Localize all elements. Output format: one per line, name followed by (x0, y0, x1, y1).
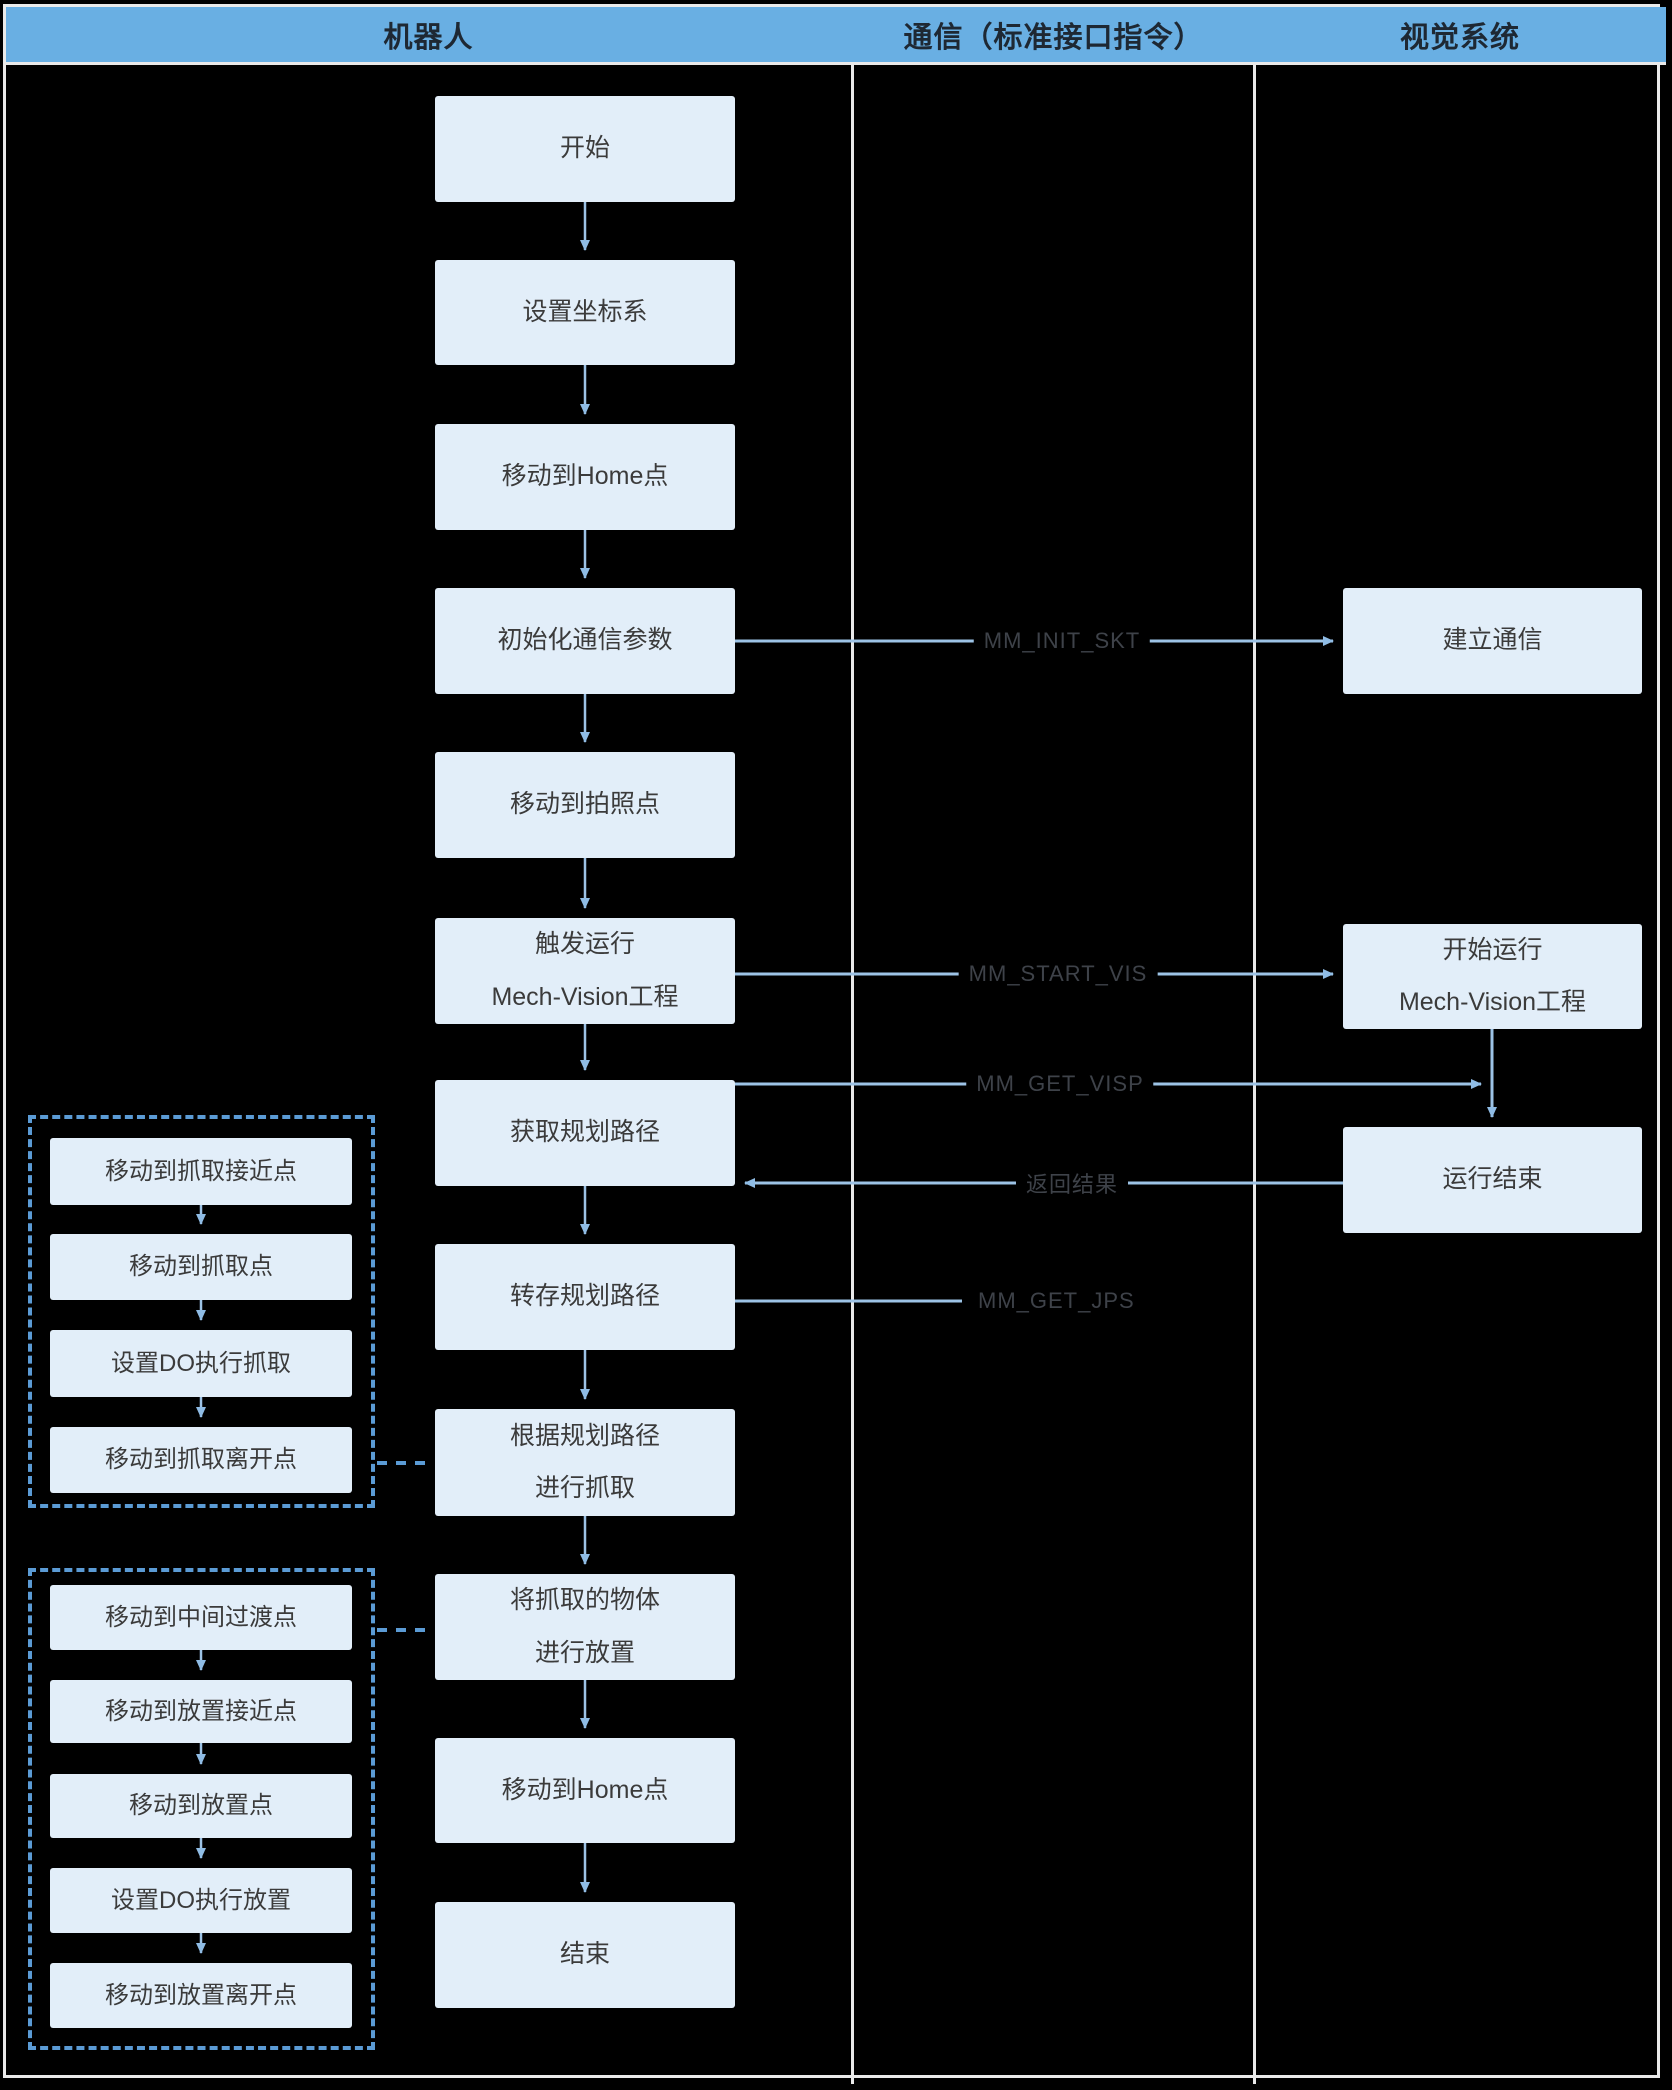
lane-header-robot: 机器人 (383, 21, 474, 54)
pick-subprocess-frame (28, 1115, 375, 1508)
place-step-approach-point: 移动到放置接近点 (50, 1680, 352, 1743)
pick-step-set-do-label: 设置DO执行抓取 (111, 1349, 291, 1377)
flow-step-set-coords-label: 设置坐标系 (522, 297, 648, 326)
comm-label-return-result: 返回结果 (1015, 1165, 1129, 1201)
place-step-intermediate-point: 移动到中间过渡点 (50, 1585, 352, 1650)
flow-step-save-path: 转存规划路径 (435, 1244, 735, 1350)
vision-step-run-end: 运行结束 (1343, 1127, 1642, 1233)
flow-step-init-comm-label: 初始化通信参数 (497, 626, 673, 655)
comm-label-mm-get-visp: MM_GET_VISP (966, 1069, 1154, 1099)
flow-step-trigger-vision-line2: Mech-Vision工程 (491, 982, 679, 1011)
flow-step-move-home-1-label: 移动到Home点 (501, 462, 669, 491)
vision-step-start-vision-line1: 开始运行 (1442, 935, 1543, 964)
flow-step-place-line2: 进行放置 (534, 1638, 635, 1667)
place-step-set-do-label: 设置DO执行放置 (111, 1886, 291, 1914)
place-step-depart-point-label: 移动到放置离开点 (105, 1981, 297, 2009)
flow-step-place-line1: 将抓取的物体 (509, 1586, 660, 1615)
pick-step-approach-point-label: 移动到抓取接近点 (105, 1157, 297, 1185)
comm-label-mm-get-jps: MM_GET_JPS (968, 1286, 1145, 1316)
flow-step-start-label: 开始 (559, 134, 610, 163)
vision-step-establish-comm-label: 建立通信 (1442, 626, 1543, 655)
place-subprocess-frame (28, 1568, 375, 2050)
flow-step-end-label: 结束 (559, 1940, 610, 1969)
flow-step-trigger-vision: 触发运行 Mech-Vision工程 (435, 918, 735, 1024)
vision-step-start-vision-line2: Mech-Vision工程 (1398, 988, 1587, 1016)
place-step-place-point-label: 移动到放置点 (129, 1792, 273, 1819)
comm-label-mm-init-skt: MM_INIT_SKT (973, 626, 1151, 656)
flow-step-pick-line2: 进行抓取 (534, 1474, 635, 1502)
lane-header-communication: 通信（标准接口指令） (903, 21, 1204, 54)
pick-step-pick-point: 移动到抓取点 (50, 1234, 352, 1300)
flow-step-move-home-1: 移动到Home点 (435, 424, 735, 530)
place-step-place-point: 移动到放置点 (50, 1774, 352, 1838)
column-divider-comm-vision (1253, 4, 1256, 2084)
flow-step-pick: 根据规划路径 进行抓取 (435, 1409, 735, 1516)
pick-step-approach-point: 移动到抓取接近点 (50, 1138, 352, 1205)
flow-step-move-home-2-label: 移动到Home点 (501, 1775, 669, 1804)
comm-label-mm-start-vis: MM_START_VIS (958, 959, 1158, 989)
flow-step-move-home-2: 移动到Home点 (435, 1738, 735, 1843)
flow-step-start: 开始 (435, 96, 735, 202)
vision-step-start-vision: 开始运行 Mech-Vision工程 (1343, 924, 1642, 1029)
place-step-set-do: 设置DO执行放置 (50, 1868, 352, 1933)
vision-step-run-end-label: 运行结束 (1442, 1165, 1543, 1194)
pick-step-pick-point-label: 移动到抓取点 (129, 1253, 273, 1280)
place-step-depart-point: 移动到放置离开点 (50, 1963, 352, 2028)
flow-step-save-path-label: 转存规划路径 (509, 1282, 660, 1311)
lane-header-vision-system: 视觉系统 (1399, 21, 1520, 54)
vision-step-establish-comm: 建立通信 (1343, 588, 1642, 694)
place-step-intermediate-point-label: 移动到中间过渡点 (105, 1603, 297, 1631)
flow-step-get-path: 获取规划路径 (435, 1080, 735, 1186)
flow-step-trigger-vision-line1: 触发运行 (534, 930, 635, 959)
flow-step-move-photo-label: 移动到拍照点 (509, 790, 660, 819)
flow-step-set-coords: 设置坐标系 (435, 260, 735, 365)
flow-step-get-path-label: 获取规划路径 (509, 1118, 660, 1147)
column-divider-robot-comm (851, 4, 854, 2084)
table-outer-frame (3, 4, 1660, 2078)
flow-step-move-photo: 移动到拍照点 (435, 752, 735, 858)
pick-step-depart-point-label: 移动到抓取离开点 (105, 1446, 297, 1473)
flow-step-pick-line1: 根据规划路径 (509, 1421, 660, 1450)
flow-step-place: 将抓取的物体 进行放置 (435, 1574, 735, 1680)
pick-step-depart-point: 移动到抓取离开点 (50, 1427, 352, 1493)
pick-step-set-do: 设置DO执行抓取 (50, 1330, 352, 1397)
place-step-approach-point-label: 移动到放置接近点 (105, 1697, 297, 1725)
flow-step-init-comm: 初始化通信参数 (435, 588, 735, 694)
flow-step-end: 结束 (435, 1902, 735, 2008)
swimlane-header-bar (6, 7, 1666, 65)
